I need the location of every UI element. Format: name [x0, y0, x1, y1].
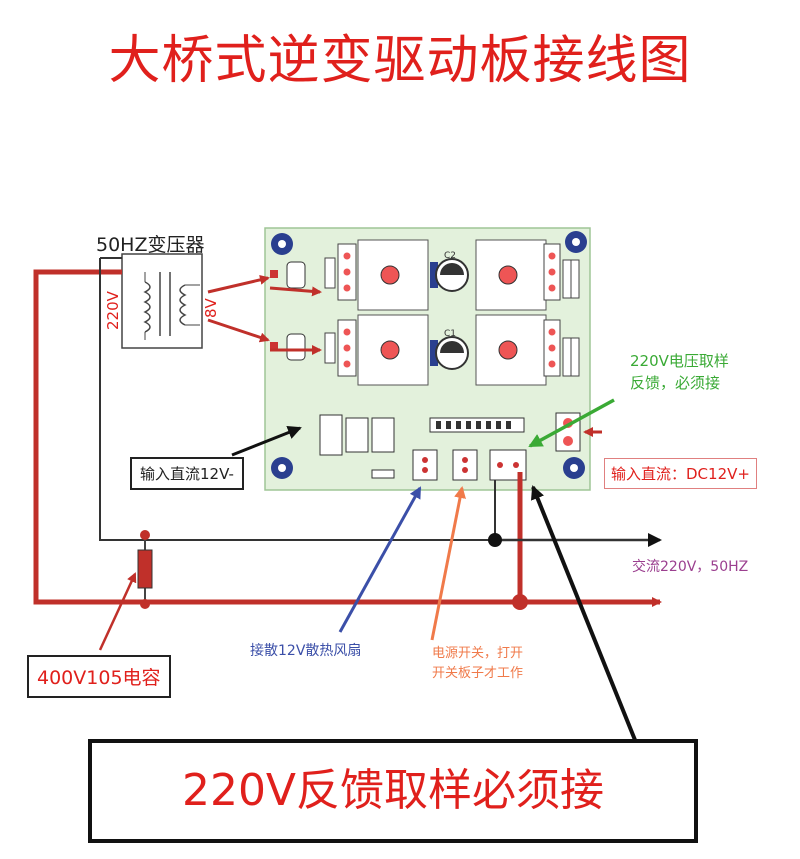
capacitor-c2: [430, 258, 469, 292]
feedback-note-line2: 反馈，必须接: [630, 374, 721, 392]
fan-label: 接散12V散热风扇: [250, 643, 362, 659]
mounting-hole: [271, 231, 587, 479]
transformer-connector: [270, 261, 306, 361]
transformer: [121, 253, 203, 349]
feedback-note: 220V电压取样 反馈，必须接: [630, 350, 729, 394]
ac-line-red: [33, 269, 662, 607]
pcb-board: C2 C1: [264, 227, 591, 491]
mosfet-block: [357, 239, 547, 386]
capacitor-c1: [430, 336, 469, 370]
junction-dot: [512, 594, 528, 610]
capacitor-400v: [137, 530, 153, 609]
capacitor-label: 400V105电容: [27, 655, 171, 698]
dc-minus-label: 输入直流12V-: [130, 457, 244, 490]
ac-line-black: [99, 257, 662, 547]
primary-voltage-label: 220V: [104, 290, 122, 330]
c1-label: C1: [444, 329, 456, 339]
secondary-voltage-label: 8V: [202, 297, 220, 318]
dc-plus-label: 输入直流：DC12V+: [604, 458, 757, 489]
switch-note-line2: 开关板子才工作: [432, 666, 524, 681]
c2-label: C2: [444, 251, 456, 261]
page-title: 大桥式逆变驱动板接线图: [108, 31, 692, 91]
feedback-required-note: 220V反馈取样必须接: [88, 739, 698, 843]
switch-note: 电源开关，打开 开关板子才工作: [432, 644, 523, 684]
ac-output-label: 交流220V，50HZ: [632, 559, 749, 575]
switch-note-line1: 电源开关，打开: [432, 646, 524, 661]
feedback-note-line1: 220V电压取样: [630, 352, 729, 370]
junction-dot: [488, 533, 502, 547]
transformer-label: 50HZ变压器: [96, 234, 205, 256]
